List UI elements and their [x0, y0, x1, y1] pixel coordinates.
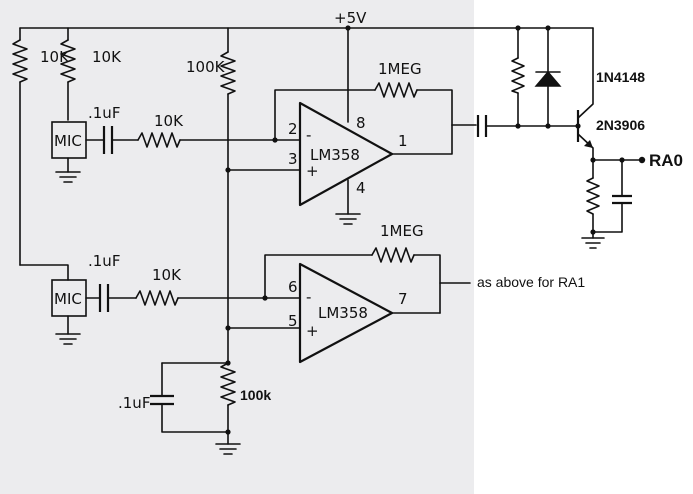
- opamp-bottom-pin7: 7: [398, 290, 408, 308]
- ra1-note: as above for RA1: [439, 274, 585, 290]
- opamp-top: LM358 - + 2 3 8 4 1: [229, 101, 453, 225]
- feedback-resistor-bottom-label: 1MEG: [380, 222, 424, 240]
- ground-icon: [581, 237, 605, 249]
- opamp-top-pin3: 3: [288, 150, 298, 168]
- opamp-top-pin4: 4: [356, 179, 366, 197]
- ground-icon: [335, 213, 361, 225]
- scanned-paper: [0, 0, 474, 494]
- opamp-top-minus: -: [306, 126, 311, 144]
- input-resistor-bottom-label: 10K: [152, 266, 182, 284]
- mic-top: MIC: [51, 121, 87, 183]
- mic-bottom-label: MIC: [54, 290, 82, 308]
- transistor-label: 2N3906: [596, 117, 645, 133]
- transistor-arrow-icon: [584, 140, 593, 148]
- coupling-cap-bottom-label: .1uF: [88, 252, 120, 270]
- opamp-top-pin1: 1: [398, 132, 408, 150]
- mic-bias-resistor-label: 10K: [40, 48, 70, 66]
- opamp-bottom-plus: +: [306, 322, 319, 340]
- opamp-bottom: LM358 - + 6 5 7: [225, 167, 441, 364]
- bias-network: .1uF 100k: [118, 360, 271, 455]
- diode-label: 1N4148: [596, 69, 645, 85]
- opamp-top-label: LM358: [310, 146, 360, 164]
- coupling-cap-top-label: .1uF: [88, 104, 120, 122]
- mic-bottom: MIC: [19, 264, 87, 345]
- opamp-bottom-pin5: 5: [288, 312, 298, 330]
- feedback-resistor-top-label: 1MEG: [378, 60, 422, 78]
- supply-label: +5V: [334, 9, 367, 27]
- feedback-resistor-top: 1MEG: [272, 60, 453, 143]
- ground-icon: [215, 443, 241, 455]
- mic-bias-resistor-top: 10K: [12, 27, 70, 266]
- input-resistor-bottom: 10K: [135, 266, 301, 306]
- opamp-bottom-pin6: 6: [288, 278, 298, 296]
- divider-resistor-label: 10K: [92, 48, 122, 66]
- input-resistor-top-label: 10K: [154, 112, 184, 130]
- bias-resistor-label: 100K: [186, 58, 226, 76]
- supply-rail: +5V: [19, 9, 594, 123]
- feedback-resistor-bottom: 1MEG: [262, 222, 441, 314]
- ground-icon: [55, 333, 81, 345]
- coupling-cap-top: .1uF: [85, 104, 139, 154]
- opamp-top-pin2: 2: [288, 120, 298, 138]
- opamp-bottom-label: LM358: [318, 304, 368, 322]
- opamp-top-pin8: 8: [356, 114, 366, 132]
- output-label: RA0: [649, 151, 683, 170]
- coupling-cap-bottom: .1uF: [85, 252, 137, 312]
- opamp-bottom-minus: -: [306, 288, 311, 306]
- bias-resistor-100k-top: 100K: [186, 27, 236, 364]
- opamp-top-plus: +: [306, 162, 319, 180]
- bias-resistor-bottom-label: 100k: [240, 387, 271, 403]
- ground-icon: [55, 171, 81, 183]
- bias-cap-label: .1uF: [118, 394, 150, 412]
- output-stage: 1N4148 2N3906 RA0: [476, 27, 683, 249]
- mic-top-label: MIC: [54, 132, 82, 150]
- ra1-note-text: as above for RA1: [477, 274, 585, 290]
- input-resistor-top: 10K: [137, 112, 301, 148]
- divider-resistor-top: 10K: [60, 27, 122, 121]
